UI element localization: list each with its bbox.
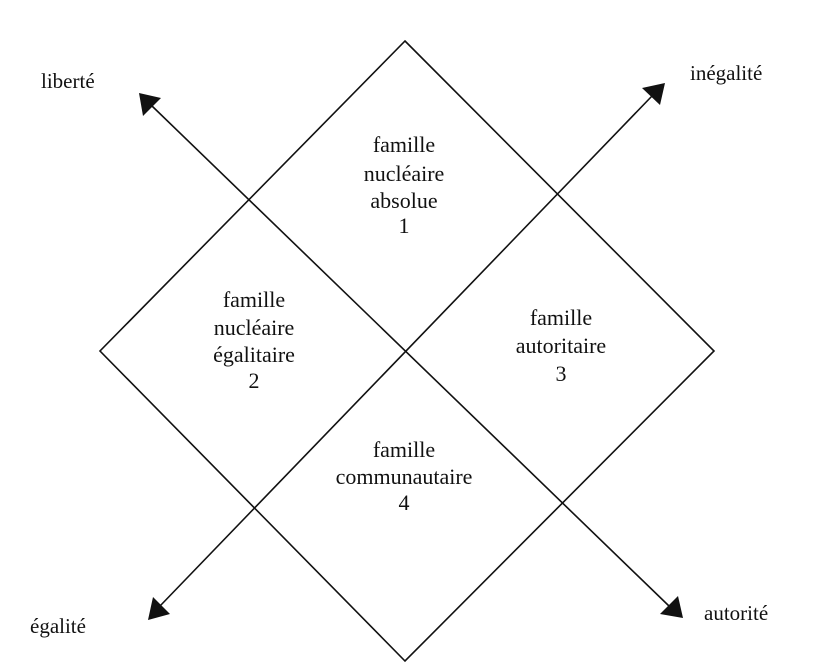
axis-liberte-autorite: [151, 105, 670, 607]
arrowhead-inegalite: [642, 83, 665, 105]
cell-1-number: 1: [399, 213, 410, 238]
label-egalite: égalité: [30, 614, 86, 638]
arrowhead-autorite: [660, 596, 683, 618]
arrowhead-egalite: [148, 597, 170, 620]
cell-2-line-1: famille: [223, 287, 285, 312]
cell-3-line-1: famille: [530, 305, 592, 330]
label-liberte: liberté: [41, 69, 95, 93]
arrowhead-liberte: [139, 93, 161, 116]
label-inegalite: inégalité: [690, 61, 762, 85]
cell-2-number: 2: [249, 368, 260, 393]
cell-3-number: 3: [556, 361, 567, 386]
cell-famille-nucleaire-egalitaire: famille nucléaire égalitaire 2: [213, 287, 295, 393]
cell-3-line-2: autoritaire: [516, 333, 606, 358]
axis-egalite-inegalite: [159, 95, 653, 607]
cell-famille-communautaire: famille communautaire 4: [336, 437, 473, 515]
label-autorite: autorité: [704, 601, 768, 625]
cell-1-line-3: absolue: [370, 188, 437, 213]
cell-4-number: 4: [399, 490, 410, 515]
cell-4-line-2: communautaire: [336, 464, 473, 489]
cell-1-line-1: famille: [373, 132, 435, 157]
cell-famille-nucleaire-absolue: famille nucléaire absolue 1: [364, 132, 445, 238]
cell-1-line-2: nucléaire: [364, 161, 445, 186]
outer-diamond: [98, 39, 716, 663]
cell-2-line-3: égalitaire: [213, 342, 295, 367]
cell-2-line-2: nucléaire: [214, 315, 295, 340]
cell-famille-autoritaire: famille autoritaire 3: [516, 305, 606, 386]
cell-4-line-1: famille: [373, 437, 435, 462]
